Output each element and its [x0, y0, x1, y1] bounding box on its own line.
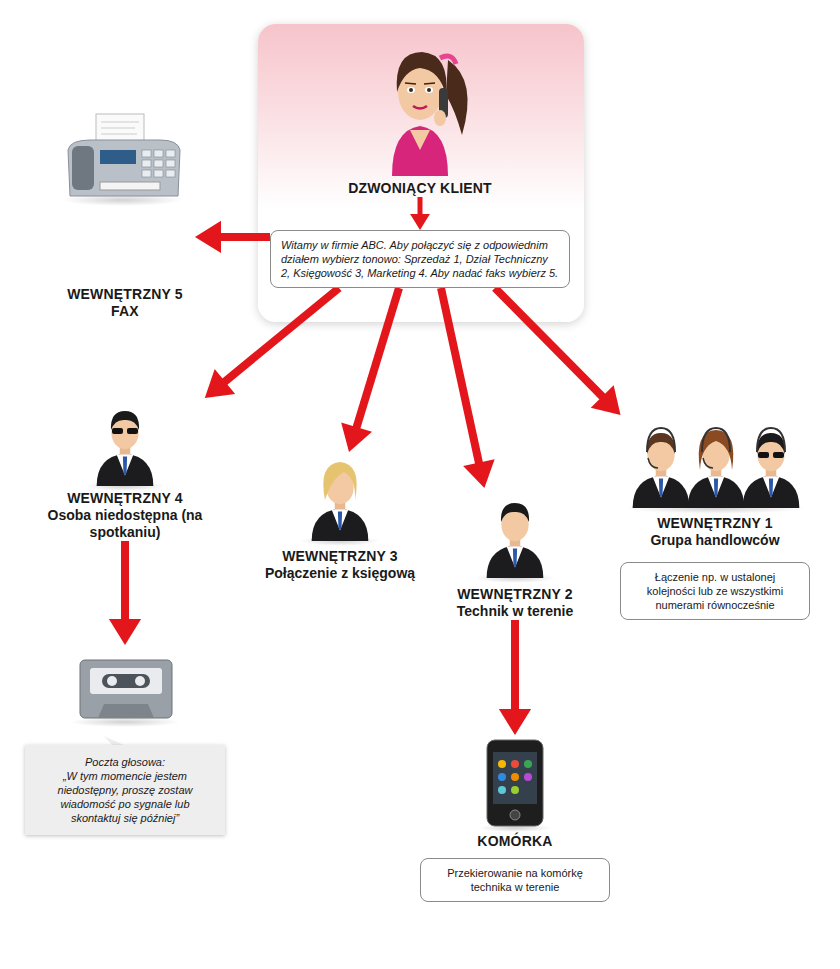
- icon-node: Poczta głosowa:„W tym momencie jestem ni…: [25, 645, 225, 835]
- person-icon: [85, 411, 165, 491]
- icon-node: WEWNĘTRZNY 1Grupa handlowców: [610, 415, 820, 549]
- arrow-head: [195, 221, 221, 253]
- node-title: WEWNĘTRZNY 2: [425, 586, 605, 603]
- node-text: Grupa handlowców: [610, 532, 820, 549]
- arrow-shaft: [219, 233, 270, 241]
- arrow-shaft: [511, 620, 519, 711]
- arrow-head: [463, 459, 495, 488]
- red-arrow: [499, 620, 531, 735]
- fax-illustration: [62, 114, 182, 206]
- icon-node: DZWONIĄCY KLIENT: [330, 30, 510, 197]
- icon-node: WEWNĘTRZNY 4Osoba niedostępna (na spotka…: [30, 398, 220, 541]
- icon-node: WEWNĘTRZNY 3Połączenie z księgową: [250, 452, 430, 582]
- arrow-head: [341, 422, 372, 452]
- node-text: Technik w terenie: [425, 603, 605, 620]
- node-title: DZWONIĄCY KLIENT: [330, 180, 510, 197]
- red-arrow: [341, 288, 399, 452]
- red-arrow: [495, 288, 621, 415]
- note-box: Przekierowanie na komórkę technika w ter…: [420, 858, 610, 902]
- arrow-shaft: [356, 288, 399, 429]
- person-group-icon: [626, 428, 806, 514]
- node-title: WEWNĘTRZNY 4: [30, 490, 220, 507]
- node-text: FAX: [55, 303, 195, 320]
- node-title: WEWNĘTRZNY 3: [250, 548, 430, 565]
- icon-node: WEWNĘTRZNY 2Technik w terenie: [425, 488, 605, 620]
- icon-node: KOMÓRKA Przekierowanie na komórkę technik…: [420, 735, 610, 902]
- red-arrow: [195, 221, 270, 253]
- node-title: WEWNĘTRZNY 1: [610, 515, 820, 532]
- arrow-shaft: [121, 541, 129, 621]
- cassette-icon: [70, 660, 180, 745]
- arrow-shaft: [441, 288, 479, 465]
- voicemail-callout: Poczta głosowa:„W tym momencie jestem ni…: [25, 745, 225, 835]
- node-title: Witamy w firmie ABC. Aby połączyć się z …: [281, 238, 559, 280]
- node-title: Poczta głosowa:: [37, 755, 213, 769]
- text-box: Łączenie np. w ustalonej kolejności lub …: [620, 562, 810, 620]
- red-arrow: [441, 288, 495, 488]
- node-title: Łączenie np. w ustalonej kolejności lub …: [631, 570, 799, 612]
- arrow-head: [499, 709, 531, 735]
- arrow-head: [591, 385, 621, 415]
- node-text: Przekierowanie na komórkę technika w ter…: [431, 866, 599, 894]
- arrow-shaft: [418, 197, 423, 216]
- arrow-shaft: [223, 288, 339, 383]
- red-arrow: [109, 541, 141, 645]
- red-arrow: [410, 197, 430, 230]
- mobile-phone-icon: [479, 740, 551, 832]
- icon-node: WEWNĘTRZNY 5FAX: [55, 108, 195, 320]
- red-arrow: [205, 288, 339, 398]
- arrow-head: [109, 619, 141, 645]
- node-text: „W tym momencie jestem niedostępny, pros…: [37, 769, 213, 825]
- arrow-shaft: [495, 288, 604, 398]
- node-title: WEWNĘTRZNY 5: [55, 286, 195, 303]
- caller-illustration: [392, 52, 468, 176]
- arrow-head: [205, 369, 235, 398]
- text-box: Witamy w firmie ABC. Aby połączyć się z …: [270, 230, 570, 288]
- arrow-head: [410, 214, 430, 230]
- person-icon: [475, 503, 555, 583]
- node-text: Połączenie z księgową: [250, 565, 430, 582]
- node-title: KOMÓRKA: [420, 833, 610, 850]
- node-text: Osoba niedostępna (na spotkaniu): [30, 507, 220, 541]
- person-icon: [300, 462, 380, 546]
